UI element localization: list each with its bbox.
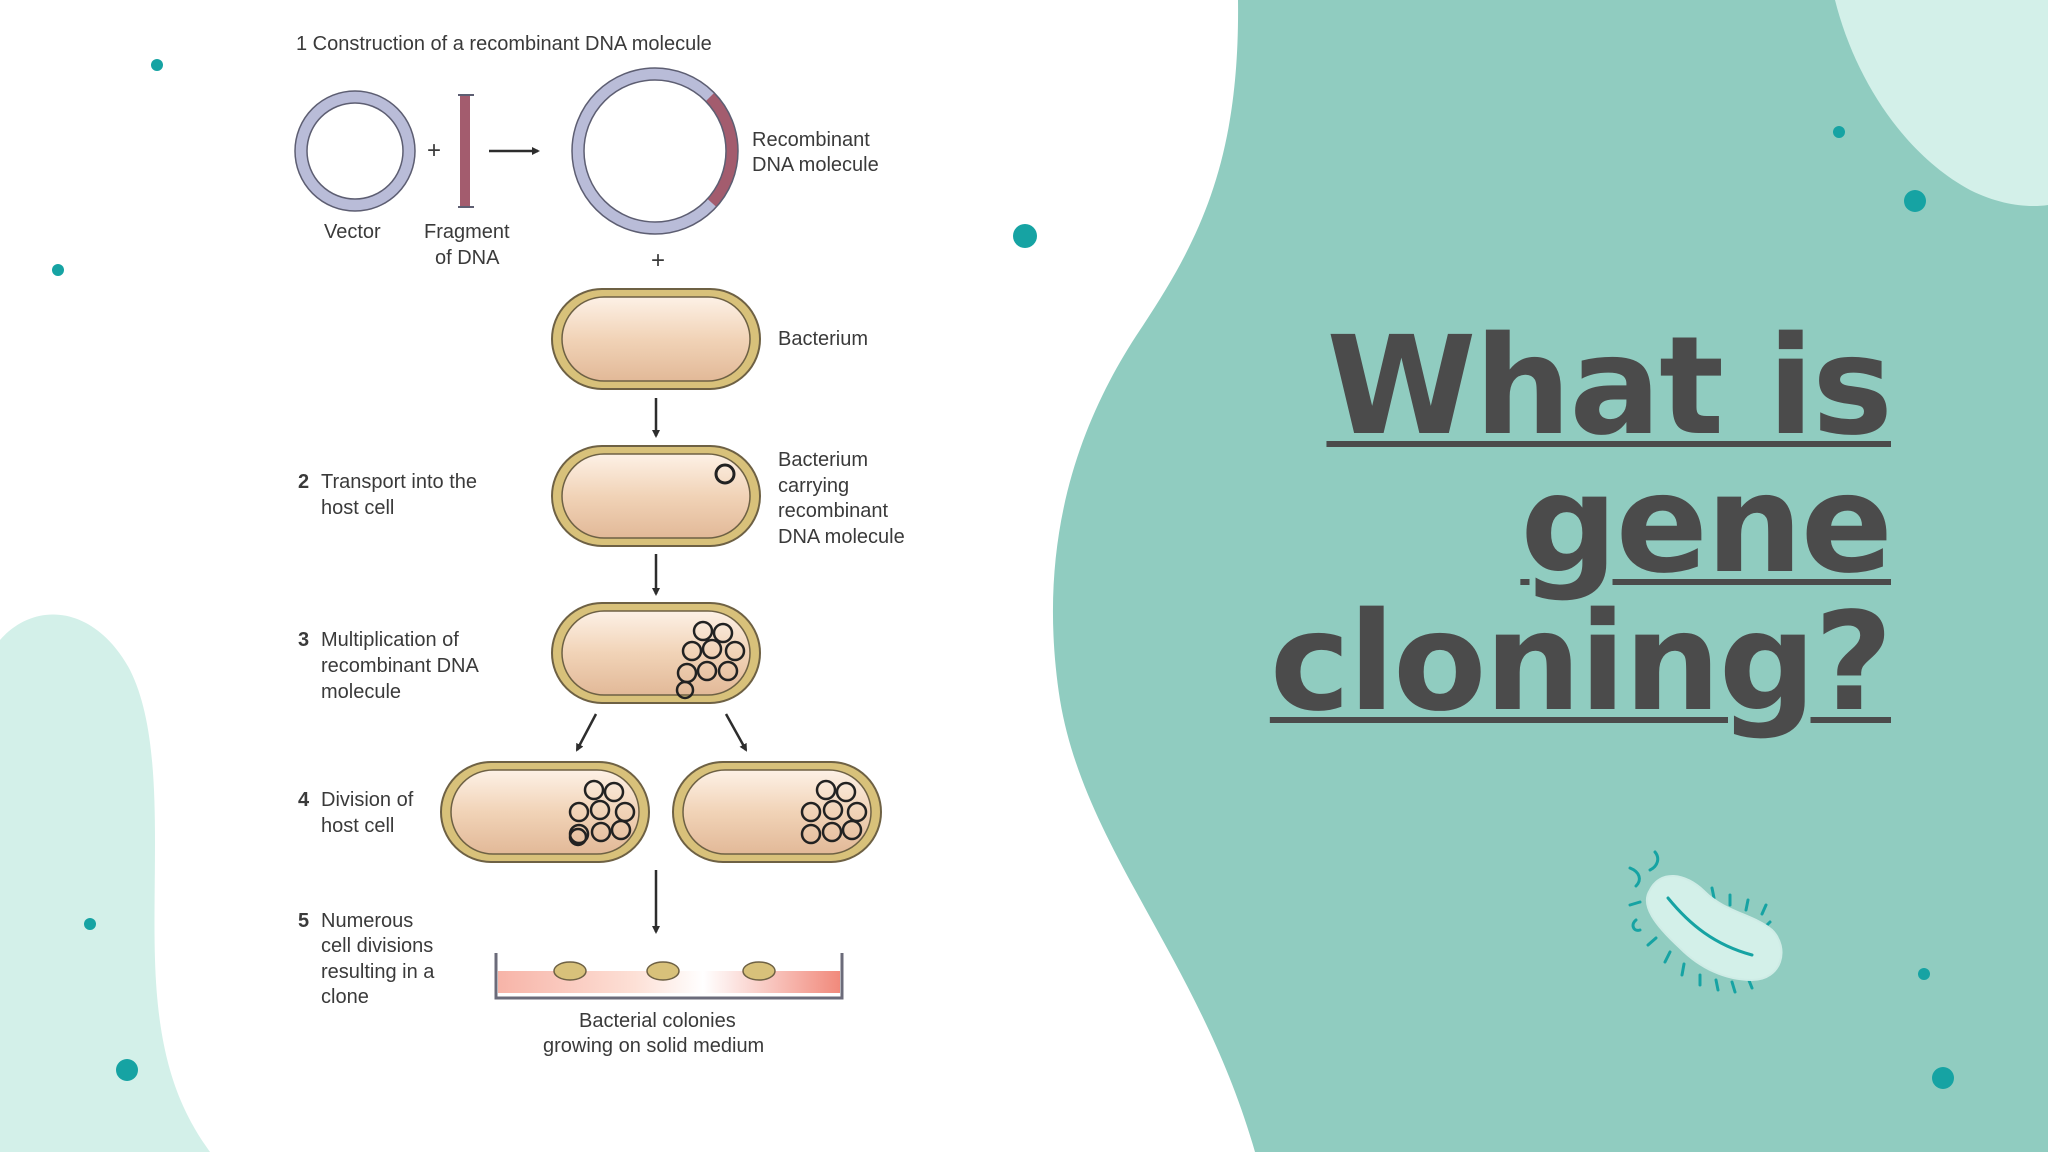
vector-label: Vector [324, 221, 381, 243]
fragment-label: Fragment [424, 221, 510, 243]
bacterium-label: Bacterium [778, 328, 868, 350]
daughter-cell-right [672, 761, 882, 863]
step-label: Multiplication of [321, 629, 459, 651]
carrying-label: Bacterium [778, 449, 868, 471]
decor-dot [1013, 224, 1037, 248]
decor-dot [84, 918, 96, 930]
step-number: 2 [298, 471, 309, 493]
diagram-header: 1 Construction of a recombinant DNA mole… [296, 33, 712, 55]
recombinant-label: DNA molecule [752, 154, 879, 176]
teal-blob [1052, 0, 2048, 1152]
colony [646, 961, 680, 981]
title-line: gene [1520, 446, 1893, 604]
step-number: 5 [298, 910, 309, 932]
bacterium-with-plasmid [551, 445, 761, 547]
arrow [575, 713, 598, 752]
step-label: host cell [321, 815, 394, 837]
step-label: Division of [321, 789, 414, 811]
recombinant-plasmid [571, 67, 739, 235]
colonies-label: growing on solid medium [543, 1035, 764, 1057]
colonies-label: Bacterial colonies [579, 1010, 736, 1032]
decor-dot [1904, 190, 1926, 212]
petri-dish [494, 953, 844, 1000]
step-number: 4 [298, 789, 310, 811]
decor-dot [1833, 126, 1845, 138]
colony [742, 961, 776, 981]
title-line: cloning? [1269, 584, 1893, 742]
carrying-label: recombinant [778, 500, 889, 522]
step-label: recombinant DNA [321, 655, 480, 677]
decor-dot [1932, 1067, 1954, 1089]
step-label: clone [321, 986, 369, 1008]
title-line: What is [1326, 308, 1893, 466]
step-label: cell divisions [321, 935, 433, 957]
step-label: host cell [321, 497, 394, 519]
slide-title: What is gene cloning? [1091, 318, 1893, 732]
decor-dot [52, 264, 64, 276]
bacterium-multiplying [551, 602, 761, 704]
light-blob-top-right [1835, 0, 2048, 207]
dna-fragment [458, 94, 474, 208]
step-label: Numerous [321, 910, 413, 932]
bacterium-cell [551, 288, 761, 390]
decor-dot [151, 59, 163, 71]
bacterium-icon [1628, 850, 1783, 994]
recombinant-label: Recombinant [752, 129, 870, 151]
carrying-label: carrying [778, 475, 849, 497]
step-label: Transport into the [321, 471, 477, 493]
step-label: molecule [321, 681, 401, 703]
vector-plasmid [295, 91, 415, 211]
carrying-label: DNA molecule [778, 526, 905, 548]
light-blob-bottom-left [0, 614, 210, 1152]
colony [553, 961, 587, 981]
decor-dot [116, 1059, 138, 1081]
fragment-label: of DNA [435, 247, 500, 269]
step-label: resulting in a [321, 961, 435, 983]
daughter-cell-left [440, 761, 650, 863]
step-number: 3 [298, 629, 309, 651]
plus-sign: + [427, 137, 441, 164]
decor-dot [1918, 968, 1930, 980]
arrow [724, 713, 748, 752]
plus-sign: + [651, 247, 665, 274]
